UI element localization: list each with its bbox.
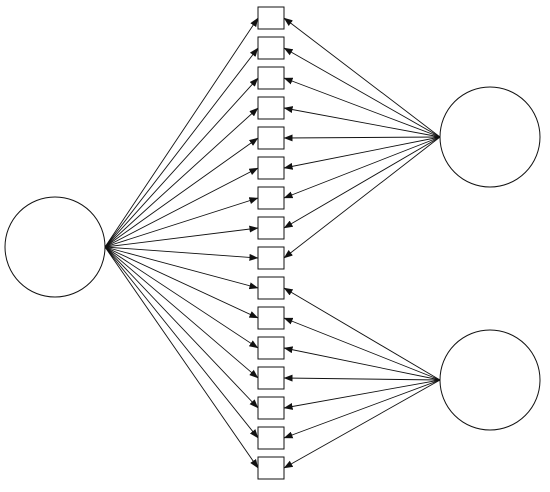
arrow-general-to-indicator-14 xyxy=(104,246,259,409)
arrow-specific-1-to-indicator-7 xyxy=(283,136,441,199)
arrow-specific-2-to-indicator-15 xyxy=(283,379,441,439)
arrow-specific-2-to-indicator-16 xyxy=(283,379,441,469)
arrow-specific-1-to-indicator-4 xyxy=(283,106,441,138)
arrow-general-to-indicator-8 xyxy=(104,225,259,248)
arrow-specific-1-to-indicator-2 xyxy=(283,47,441,138)
indicator-box-9 xyxy=(257,246,285,270)
indicator-box-13 xyxy=(257,366,285,390)
indicator-box-4 xyxy=(257,96,285,120)
indicator-box-10 xyxy=(257,276,285,300)
edges-layer xyxy=(104,17,441,469)
indicator-box-8 xyxy=(257,216,285,240)
arrow-specific-1-to-indicator-8 xyxy=(283,136,441,229)
indicators-layer xyxy=(257,6,285,480)
arrow-specific-2-to-indicator-14 xyxy=(283,379,441,410)
indicator-box-3 xyxy=(257,66,285,90)
arrow-specific-2-to-indicator-13 xyxy=(283,374,441,382)
arrow-general-to-indicator-7 xyxy=(104,197,259,248)
arrow-general-to-indicator-6 xyxy=(104,167,259,248)
arrow-general-to-indicator-9 xyxy=(104,246,259,261)
arrow-specific-2-to-indicator-12 xyxy=(283,346,441,381)
arrow-general-to-indicator-15 xyxy=(104,246,259,439)
indicator-box-2 xyxy=(257,36,285,60)
factors-layer xyxy=(4,86,541,431)
arrow-general-to-indicator-16 xyxy=(104,246,259,469)
arrow-general-to-indicator-5 xyxy=(104,137,259,248)
arrow-general-to-indicator-11 xyxy=(104,246,259,319)
arrow-specific-1-to-indicator-1 xyxy=(283,17,441,138)
arrow-specific-2-to-indicator-10 xyxy=(283,287,441,381)
indicator-box-16 xyxy=(257,456,285,480)
indicator-box-6 xyxy=(257,156,285,180)
general-factor-circle xyxy=(4,196,106,298)
indicator-box-14 xyxy=(257,396,285,420)
arrow-specific-1-to-indicator-6 xyxy=(283,136,441,170)
arrow-general-to-indicator-10 xyxy=(104,246,259,290)
arrow-general-to-indicator-3 xyxy=(104,77,259,248)
indicator-box-5 xyxy=(257,126,285,150)
arrow-general-to-indicator-12 xyxy=(104,246,259,349)
arrow-general-to-indicator-2 xyxy=(104,47,259,248)
indicator-box-11 xyxy=(257,306,285,330)
indicator-box-12 xyxy=(257,336,285,360)
arrow-general-to-indicator-1 xyxy=(104,17,259,248)
indicator-box-7 xyxy=(257,186,285,210)
indicator-box-1 xyxy=(257,6,285,30)
arrow-general-to-indicator-13 xyxy=(104,246,259,379)
arrow-specific-2-to-indicator-11 xyxy=(283,317,441,381)
arrow-specific-1-to-indicator-9 xyxy=(283,136,441,259)
arrow-general-to-indicator-4 xyxy=(104,107,259,248)
specific-2-factor-circle xyxy=(439,329,541,431)
specific-1-factor-circle xyxy=(439,86,541,188)
indicator-box-15 xyxy=(257,426,285,450)
arrow-specific-1-to-indicator-5 xyxy=(283,134,441,142)
arrow-specific-1-to-indicator-3 xyxy=(283,77,441,138)
